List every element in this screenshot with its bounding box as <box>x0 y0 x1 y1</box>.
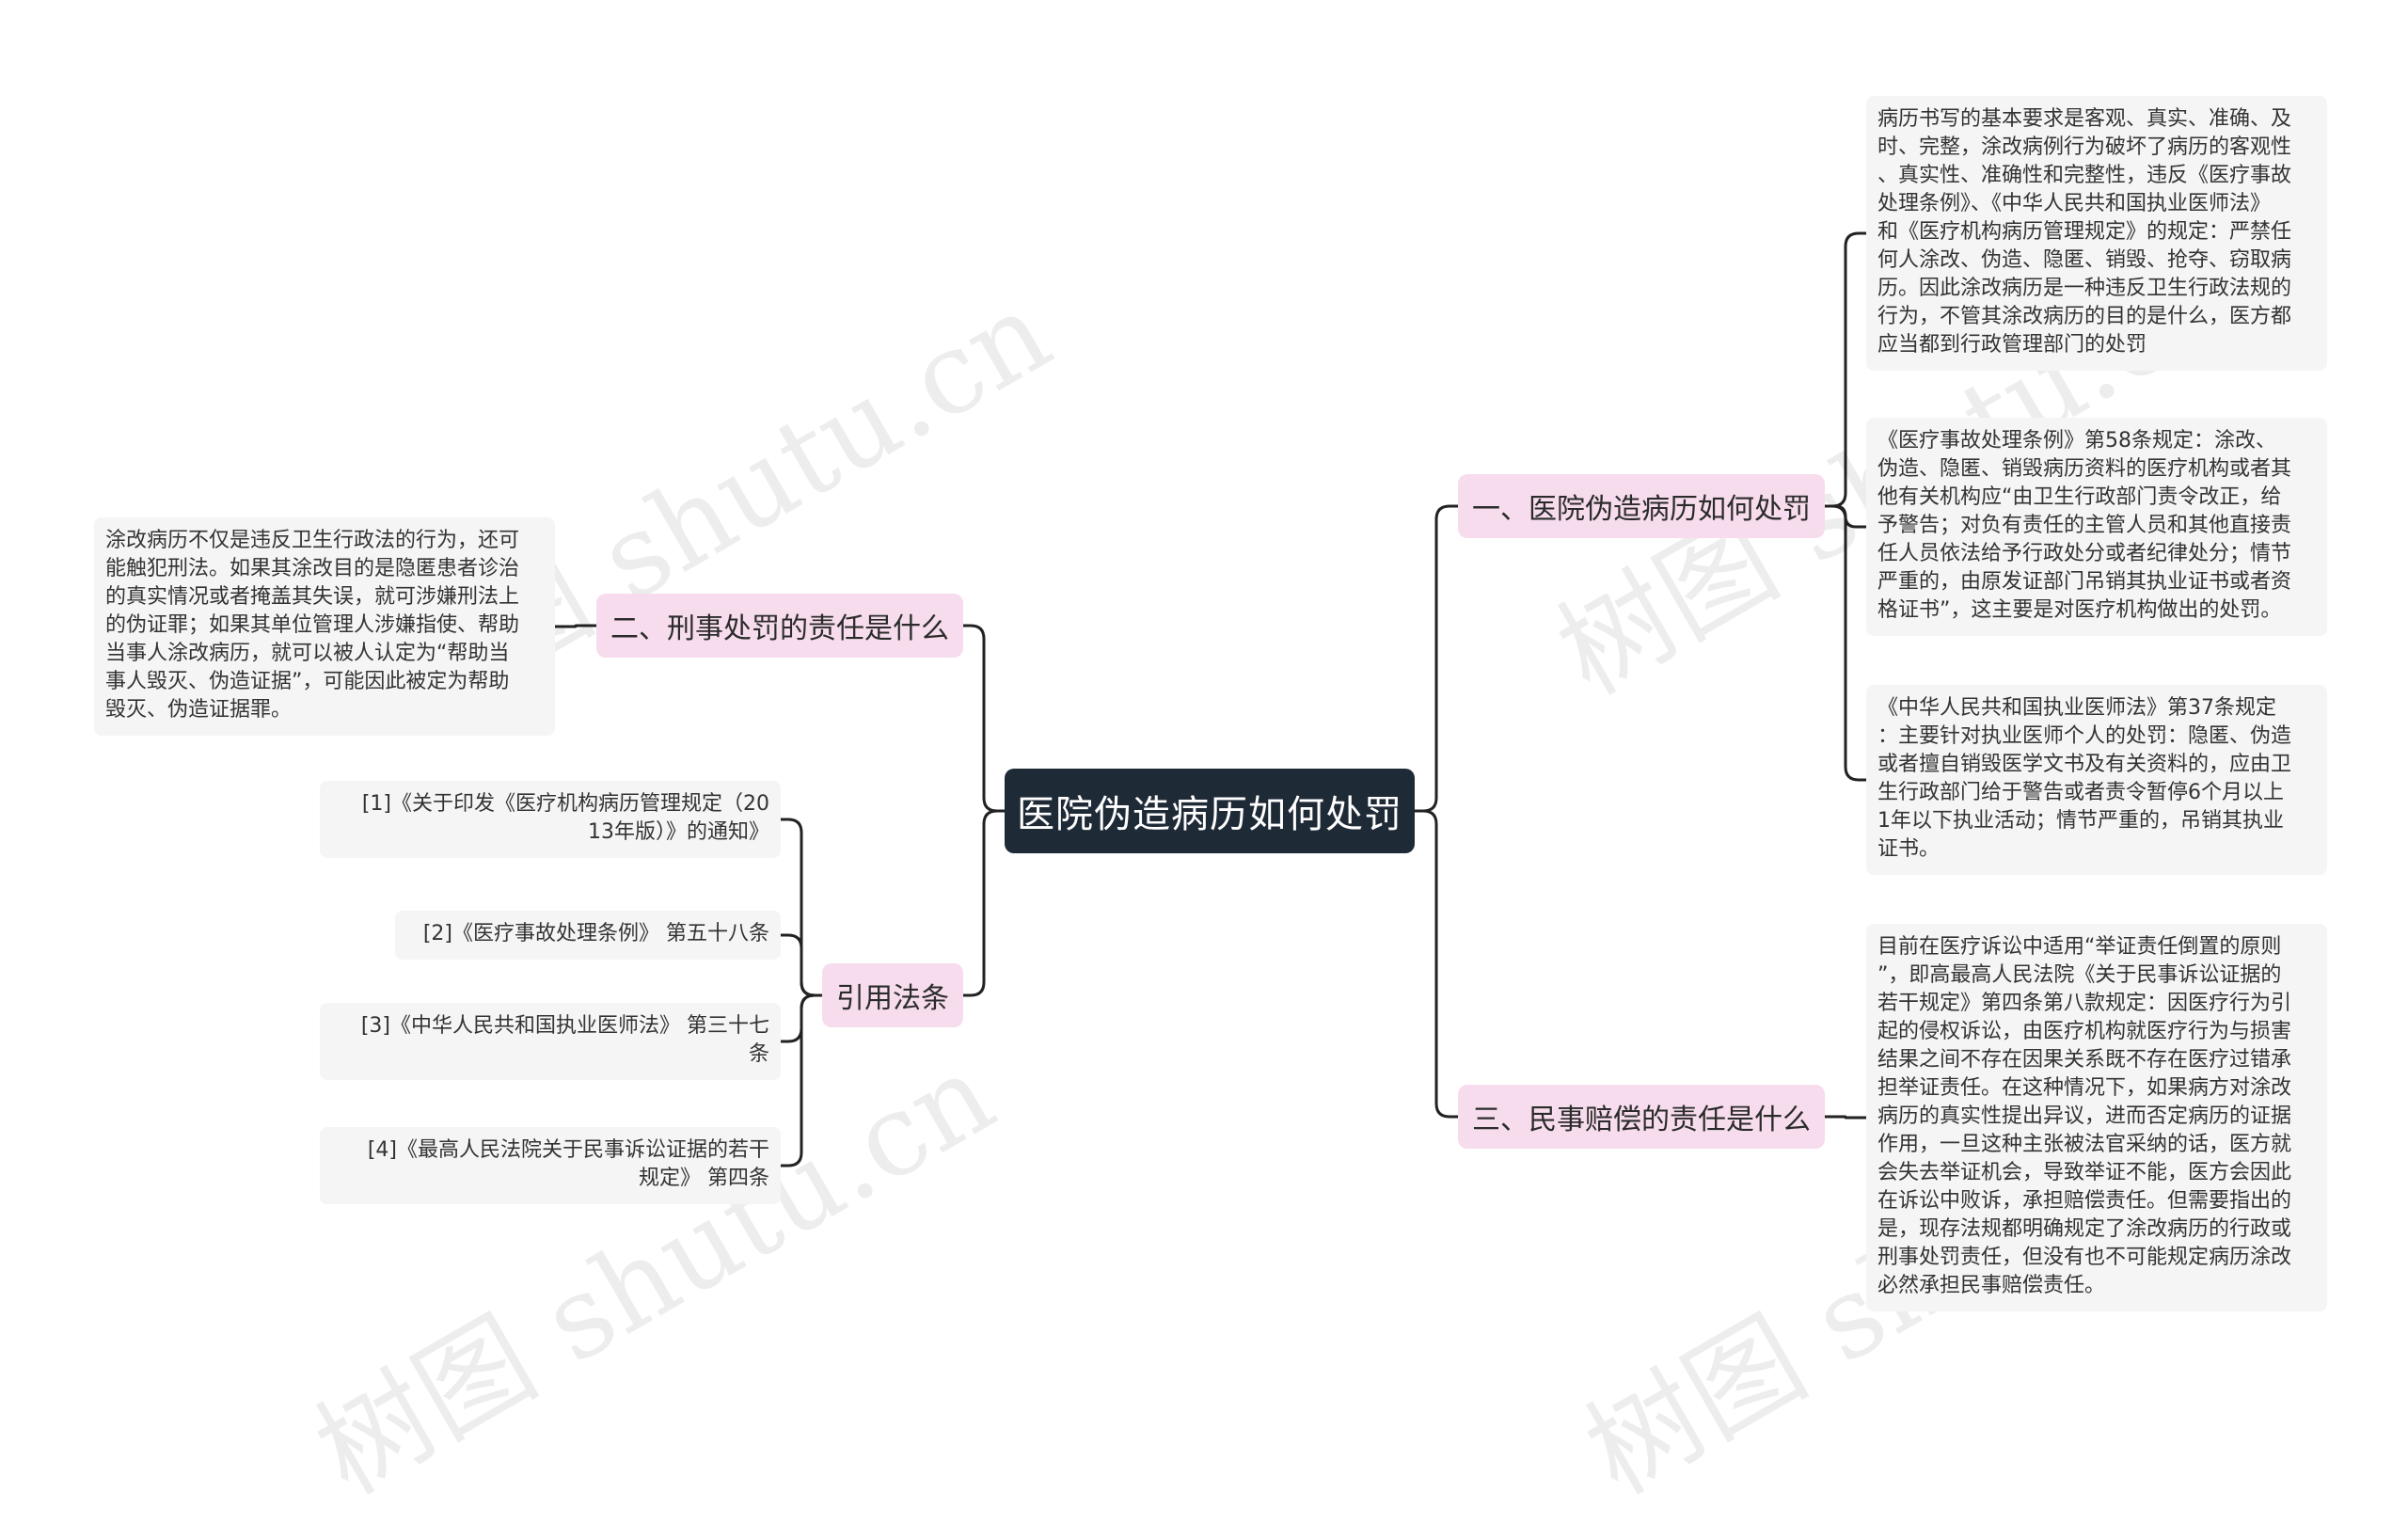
connector-line-7 <box>1825 504 1866 782</box>
leaf-criminal-explanation: 涂改病历不仅是违反卫生行政法的行为，还可 能触犯刑法。如果其涂改目的是隐匿患者诊… <box>94 517 555 736</box>
root-topic[interactable]: 医院伪造病历如何处罚 <box>1005 769 1415 853</box>
leaf-citation-4: [4]《最高人民法院关于民事诉讼证据的若干 规定》 第四条 <box>320 1127 781 1204</box>
connector-line-13 <box>781 993 822 1168</box>
branch-criminal-liability[interactable]: 二、刑事处罚的责任是什么 <box>596 594 963 658</box>
connector-line-4 <box>963 809 1005 997</box>
leaf-citation-1: [1]《关于印发《医疗机构病历管理规定（20 13年版）》的通知》 <box>320 781 781 858</box>
connector-line-3 <box>963 624 1005 813</box>
branch-cited-laws[interactable]: 引用法条 <box>822 963 963 1027</box>
connector-line-8 <box>1825 1115 1866 1120</box>
leaf-regulation-article-58: 《医疗事故处理条例》第58条规定：涂改、 伪造、隐匿、销毁病历资料的医疗机构或者… <box>1866 418 2327 636</box>
leaf-citation-3: [3]《中华人民共和国执业医师法》 第三十七 条 <box>320 1003 781 1080</box>
branch-administrative-penalty[interactable]: 一、医院伪造病历如何处罚 <box>1458 474 1825 538</box>
leaf-record-requirements: 病历书写的基本要求是客观、真实、准确、及 时、完整，涂改病例行为破坏了病历的客观… <box>1866 96 2327 371</box>
connector-line-1 <box>1415 504 1458 813</box>
connector-lines <box>555 231 1866 1168</box>
connector-line-9 <box>555 624 596 628</box>
connector-line-11 <box>781 933 822 997</box>
connector-line-5 <box>1825 231 1866 508</box>
branch-civil-liability[interactable]: 三、民事赔偿的责任是什么 <box>1458 1085 1825 1149</box>
leaf-burden-of-proof: 目前在医疗诉讼中适用“举证责任倒置的原则 ”，即高最高人民法院《关于民事诉讼证据… <box>1866 924 2327 1311</box>
connector-line-2 <box>1415 809 1458 1119</box>
leaf-physicians-law-article-37: 《中华人民共和国执业医师法》第37条规定 ：主要针对执业医师个人的处罚：隐匿、伪… <box>1866 685 2327 875</box>
leaf-citation-2: [2]《医疗事故处理条例》 第五十八条 <box>395 911 781 960</box>
